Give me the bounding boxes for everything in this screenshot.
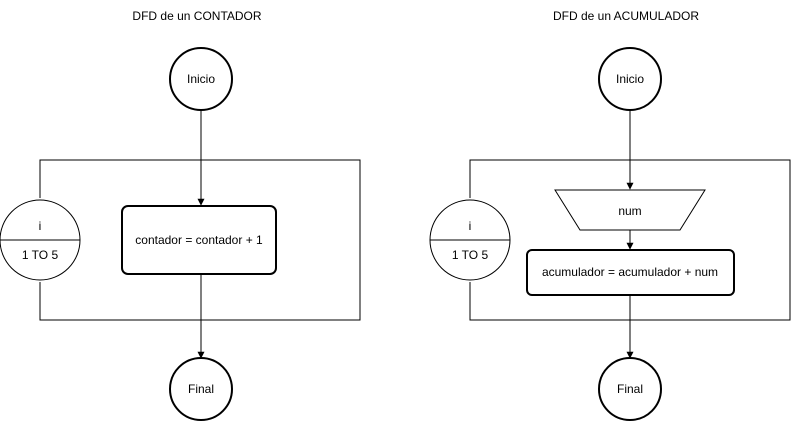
left-diagram-title: DFD de un CONTADOR xyxy=(132,9,261,23)
left-loop-range: 1 TO 5 xyxy=(22,248,59,262)
left-process-node[interactable] xyxy=(121,205,277,275)
left-end-label: Final xyxy=(188,382,214,396)
right-end-label: Final xyxy=(617,382,643,396)
right-input-label: num xyxy=(618,204,641,218)
left-loop-var: i xyxy=(39,219,42,233)
right-start-label: Inicio xyxy=(616,72,644,86)
right-diagram-title: DFD de un ACUMULADOR xyxy=(553,9,699,23)
right-input-node[interactable] xyxy=(554,189,706,231)
right-loop-var: i xyxy=(469,219,472,233)
contador-diagram: DFD de un CONTADOR Inicio contador = con… xyxy=(0,9,361,421)
left-start-label: Inicio xyxy=(187,72,215,86)
acumulador-diagram: DFD de un ACUMULADOR Inicio num acumulad… xyxy=(429,9,791,421)
right-loop-frame xyxy=(469,159,791,321)
left-process-label: contador = contador + 1 xyxy=(135,233,263,247)
right-loop-range: 1 TO 5 xyxy=(452,248,489,262)
right-end-node[interactable] xyxy=(598,357,662,421)
right-process-label: acumulador = acumulador + num xyxy=(542,265,718,279)
left-end-node[interactable] xyxy=(169,357,233,421)
left-loop-frame xyxy=(39,159,361,321)
